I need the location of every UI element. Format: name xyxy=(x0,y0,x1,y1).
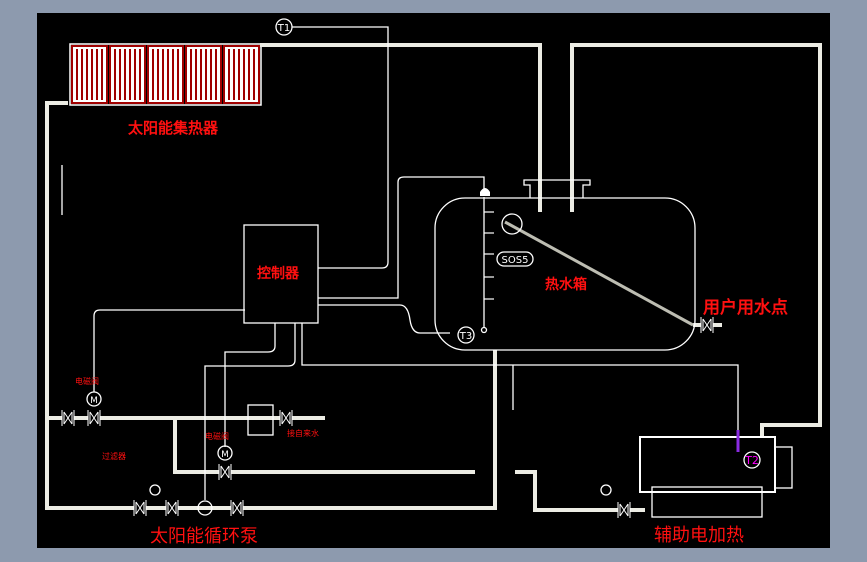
aux-heater-label: 辅助电加热 xyxy=(654,525,744,546)
solar-collector-array xyxy=(69,43,262,106)
controller-box[interactable] xyxy=(243,224,319,324)
tap-water-label: 接自来水 xyxy=(287,429,319,438)
gauge-bottom-icon xyxy=(480,326,488,334)
pressure-gauge-icon xyxy=(600,484,612,496)
level-sensor-label: SOS5 xyxy=(502,255,529,266)
level-sensor-badge xyxy=(496,251,534,267)
pressure-gauge-icon xyxy=(149,484,161,496)
aux-heater-end-cap xyxy=(774,446,793,489)
solenoid-valve-1-motor-icon xyxy=(86,391,102,407)
tank-signal-line xyxy=(318,176,485,299)
t3-label: T3 xyxy=(459,331,472,342)
t1-signal-line xyxy=(292,26,389,269)
motor-m-icon: M xyxy=(90,396,98,406)
aux-signal-line xyxy=(301,323,739,430)
t2-sensor-icon xyxy=(743,451,761,469)
hot-water-tank[interactable] xyxy=(434,197,696,351)
controller-label: 控制器 xyxy=(257,266,299,282)
valve-icon[interactable] xyxy=(279,410,293,426)
bypass-pipe xyxy=(173,418,475,474)
solenoid-valve-2-label: 电磁阀 xyxy=(205,432,229,441)
valve-icon[interactable] xyxy=(61,410,75,426)
valve-icon[interactable] xyxy=(133,500,147,516)
level-gauge-ticks xyxy=(484,211,494,300)
t1-sensor-icon xyxy=(275,18,293,36)
t1-label: T1 xyxy=(277,23,290,34)
filter-box xyxy=(247,404,274,436)
t3-sensor-icon xyxy=(457,326,475,344)
t2-label: T2 xyxy=(744,454,759,467)
filter-label: 过滤器 xyxy=(102,452,126,461)
collector-label: 太阳能集热器 xyxy=(128,119,219,137)
aux-inlet-pipe xyxy=(515,470,645,512)
tank-label: 热水箱 xyxy=(545,277,587,293)
pump-label: 太阳能循环泵 xyxy=(150,526,258,547)
pump-icon[interactable] xyxy=(197,500,213,516)
solenoid-valve-2-motor-icon xyxy=(217,445,233,461)
valve-icon[interactable] xyxy=(700,317,714,333)
solenoid-valve-1-label: 电磁阀 xyxy=(75,377,99,386)
level-sensor-icon xyxy=(480,188,490,196)
solar-collector-panel xyxy=(185,45,222,104)
collector-return-pipe xyxy=(45,101,497,510)
solar-collector-panel xyxy=(109,45,146,104)
solar-collector-panel xyxy=(223,45,260,104)
valve-icon[interactable] xyxy=(617,502,631,518)
valve2-signal-line xyxy=(224,323,276,447)
user-point-label: 用户用水点 xyxy=(703,298,788,318)
outlet-diagonal-pipe xyxy=(504,220,694,327)
aux-heater-element xyxy=(651,486,763,518)
hot-supply-pipe xyxy=(260,43,542,212)
valve1-signal-line xyxy=(93,309,245,392)
solar-collector-panel xyxy=(71,45,108,104)
valve-icon[interactable] xyxy=(165,500,179,516)
motor-m-icon: M xyxy=(221,450,229,460)
solar-collector-panel xyxy=(147,45,184,104)
tank-inlet-port xyxy=(501,213,523,235)
tank-to-aux-pipe xyxy=(570,43,822,437)
t3-signal-line xyxy=(318,304,450,334)
valve-icon[interactable] xyxy=(218,464,232,480)
valve-icon[interactable] xyxy=(87,410,101,426)
valve-icon[interactable] xyxy=(230,500,244,516)
tank-inlet-flange xyxy=(523,179,591,198)
pump-signal-line xyxy=(204,323,296,500)
